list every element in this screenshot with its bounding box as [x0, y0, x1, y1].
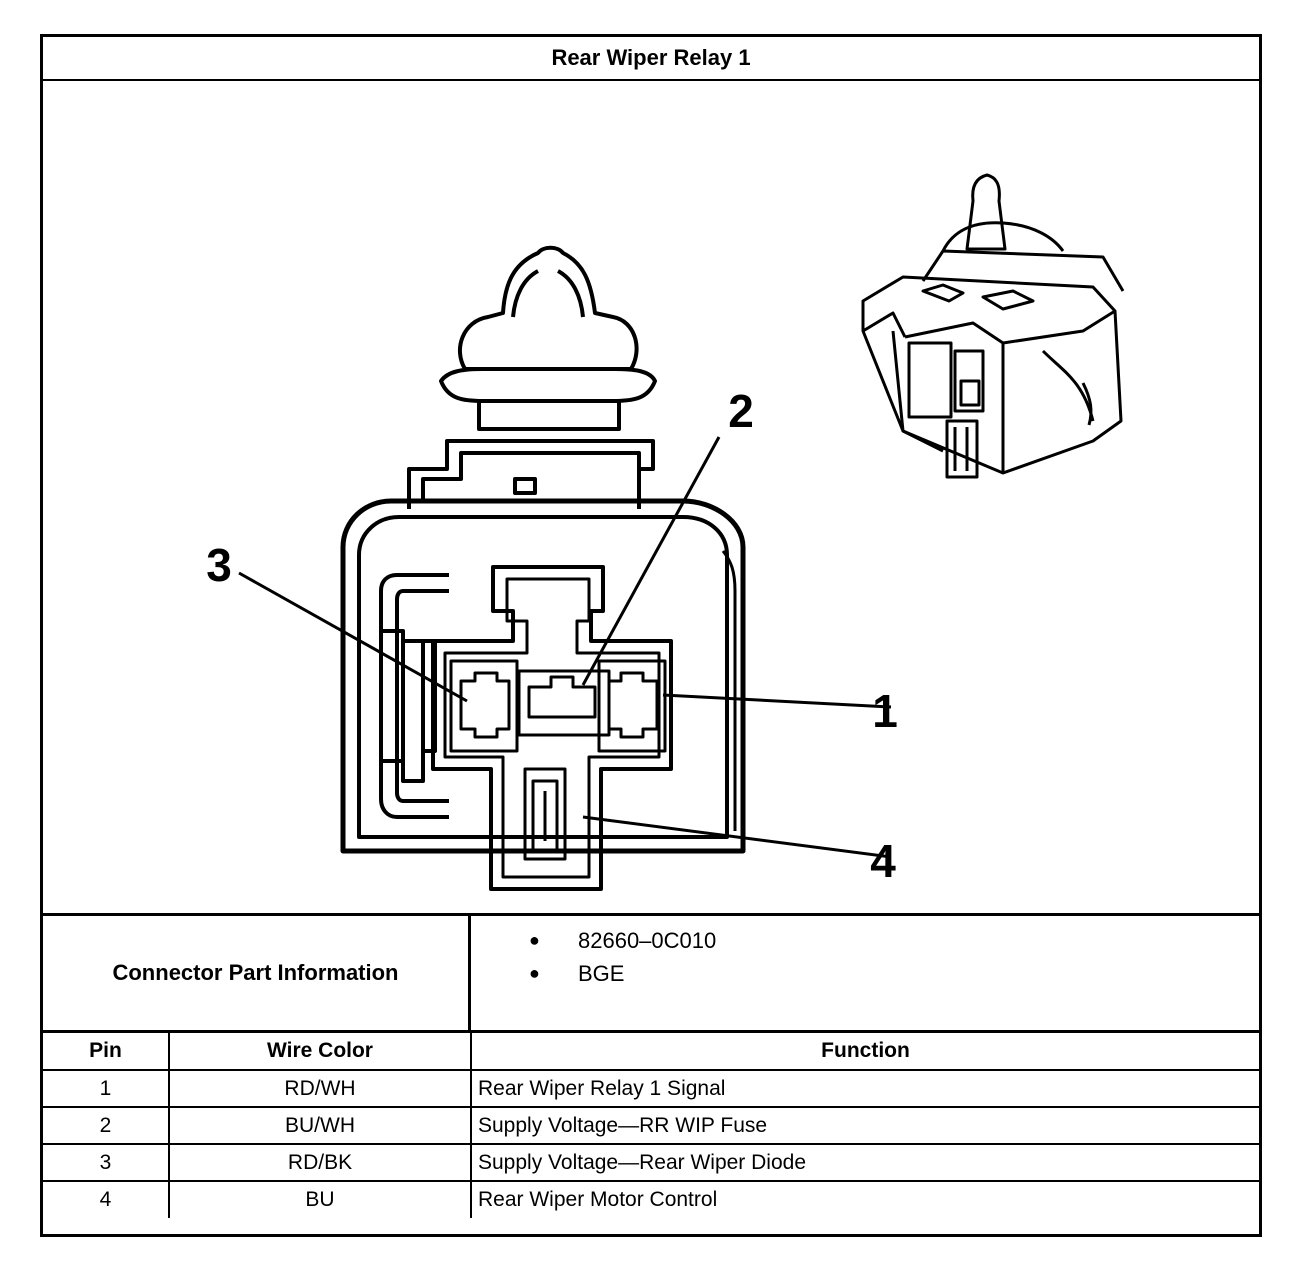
- connector-part-info-list: ● 82660–0C010 ● BGE: [471, 916, 1259, 1030]
- function-cell: Supply Voltage—RR WIP Fuse: [470, 1106, 1259, 1145]
- function-cell: Supply Voltage—Rear Wiper Diode: [470, 1143, 1259, 1182]
- page-title: Rear Wiper Relay 1: [43, 37, 1259, 81]
- table-row: 4 BU Rear Wiper Motor Control: [43, 1180, 1259, 1218]
- table-header-row: Pin Wire Color Function: [43, 1033, 1259, 1071]
- wire-color-cell: RD/BK: [168, 1143, 472, 1182]
- function-cell: Rear Wiper Relay 1 Signal: [470, 1069, 1259, 1108]
- bullet-icon: ●: [529, 930, 540, 950]
- connector-sheet: Rear Wiper Relay 1: [40, 34, 1262, 1237]
- table-row: 3 RD/BK Supply Voltage—Rear Wiper Diode: [43, 1143, 1259, 1182]
- pin-cell: 2: [43, 1106, 170, 1145]
- isometric-connector-view: [861, 173, 1125, 479]
- part-number: 82660–0C010: [578, 928, 717, 953]
- pin-table: Pin Wire Color Function 1 RD/WH Rear Wip…: [43, 1033, 1259, 1218]
- connector-part-info: Connector Part Information ● 82660–0C010…: [43, 913, 1259, 1033]
- connector-part-info-label: Connector Part Information: [43, 916, 471, 1030]
- mounting-clip: [439, 245, 657, 431]
- terminal-cavities: [431, 565, 673, 891]
- connector-figure: 3 2 1 4: [43, 81, 1259, 913]
- callout-leaders: [238, 436, 892, 859]
- callout-1: 1: [872, 685, 898, 737]
- function-cell: Rear Wiper Motor Control: [470, 1180, 1259, 1218]
- pin-cell: 1: [43, 1069, 170, 1108]
- latch-bracket: [407, 439, 655, 509]
- header-wire-color: Wire Color: [168, 1033, 472, 1071]
- header-pin: Pin: [43, 1033, 170, 1071]
- table-row: 1 RD/WH Rear Wiper Relay 1 Signal: [43, 1069, 1259, 1108]
- callout-4: 4: [870, 835, 896, 887]
- list-item: ● BGE: [471, 957, 1259, 990]
- callout-3: 3: [206, 539, 232, 591]
- bullet-icon: ●: [529, 963, 540, 983]
- callout-2: 2: [728, 385, 754, 437]
- wire-color-cell: RD/WH: [168, 1069, 472, 1108]
- connector-color: BGE: [578, 961, 625, 986]
- header-function: Function: [470, 1033, 1259, 1071]
- table-row: 2 BU/WH Supply Voltage—RR WIP Fuse: [43, 1106, 1259, 1145]
- wire-color-cell: BU/WH: [168, 1106, 472, 1145]
- wire-color-cell: BU: [168, 1180, 472, 1218]
- pin-cell: 3: [43, 1143, 170, 1182]
- list-item: ● 82660–0C010: [471, 924, 1259, 957]
- connector-face-diagram: 3 2 1 4: [206, 173, 1125, 891]
- side-latch: [379, 573, 449, 819]
- pin-cell: 4: [43, 1180, 170, 1218]
